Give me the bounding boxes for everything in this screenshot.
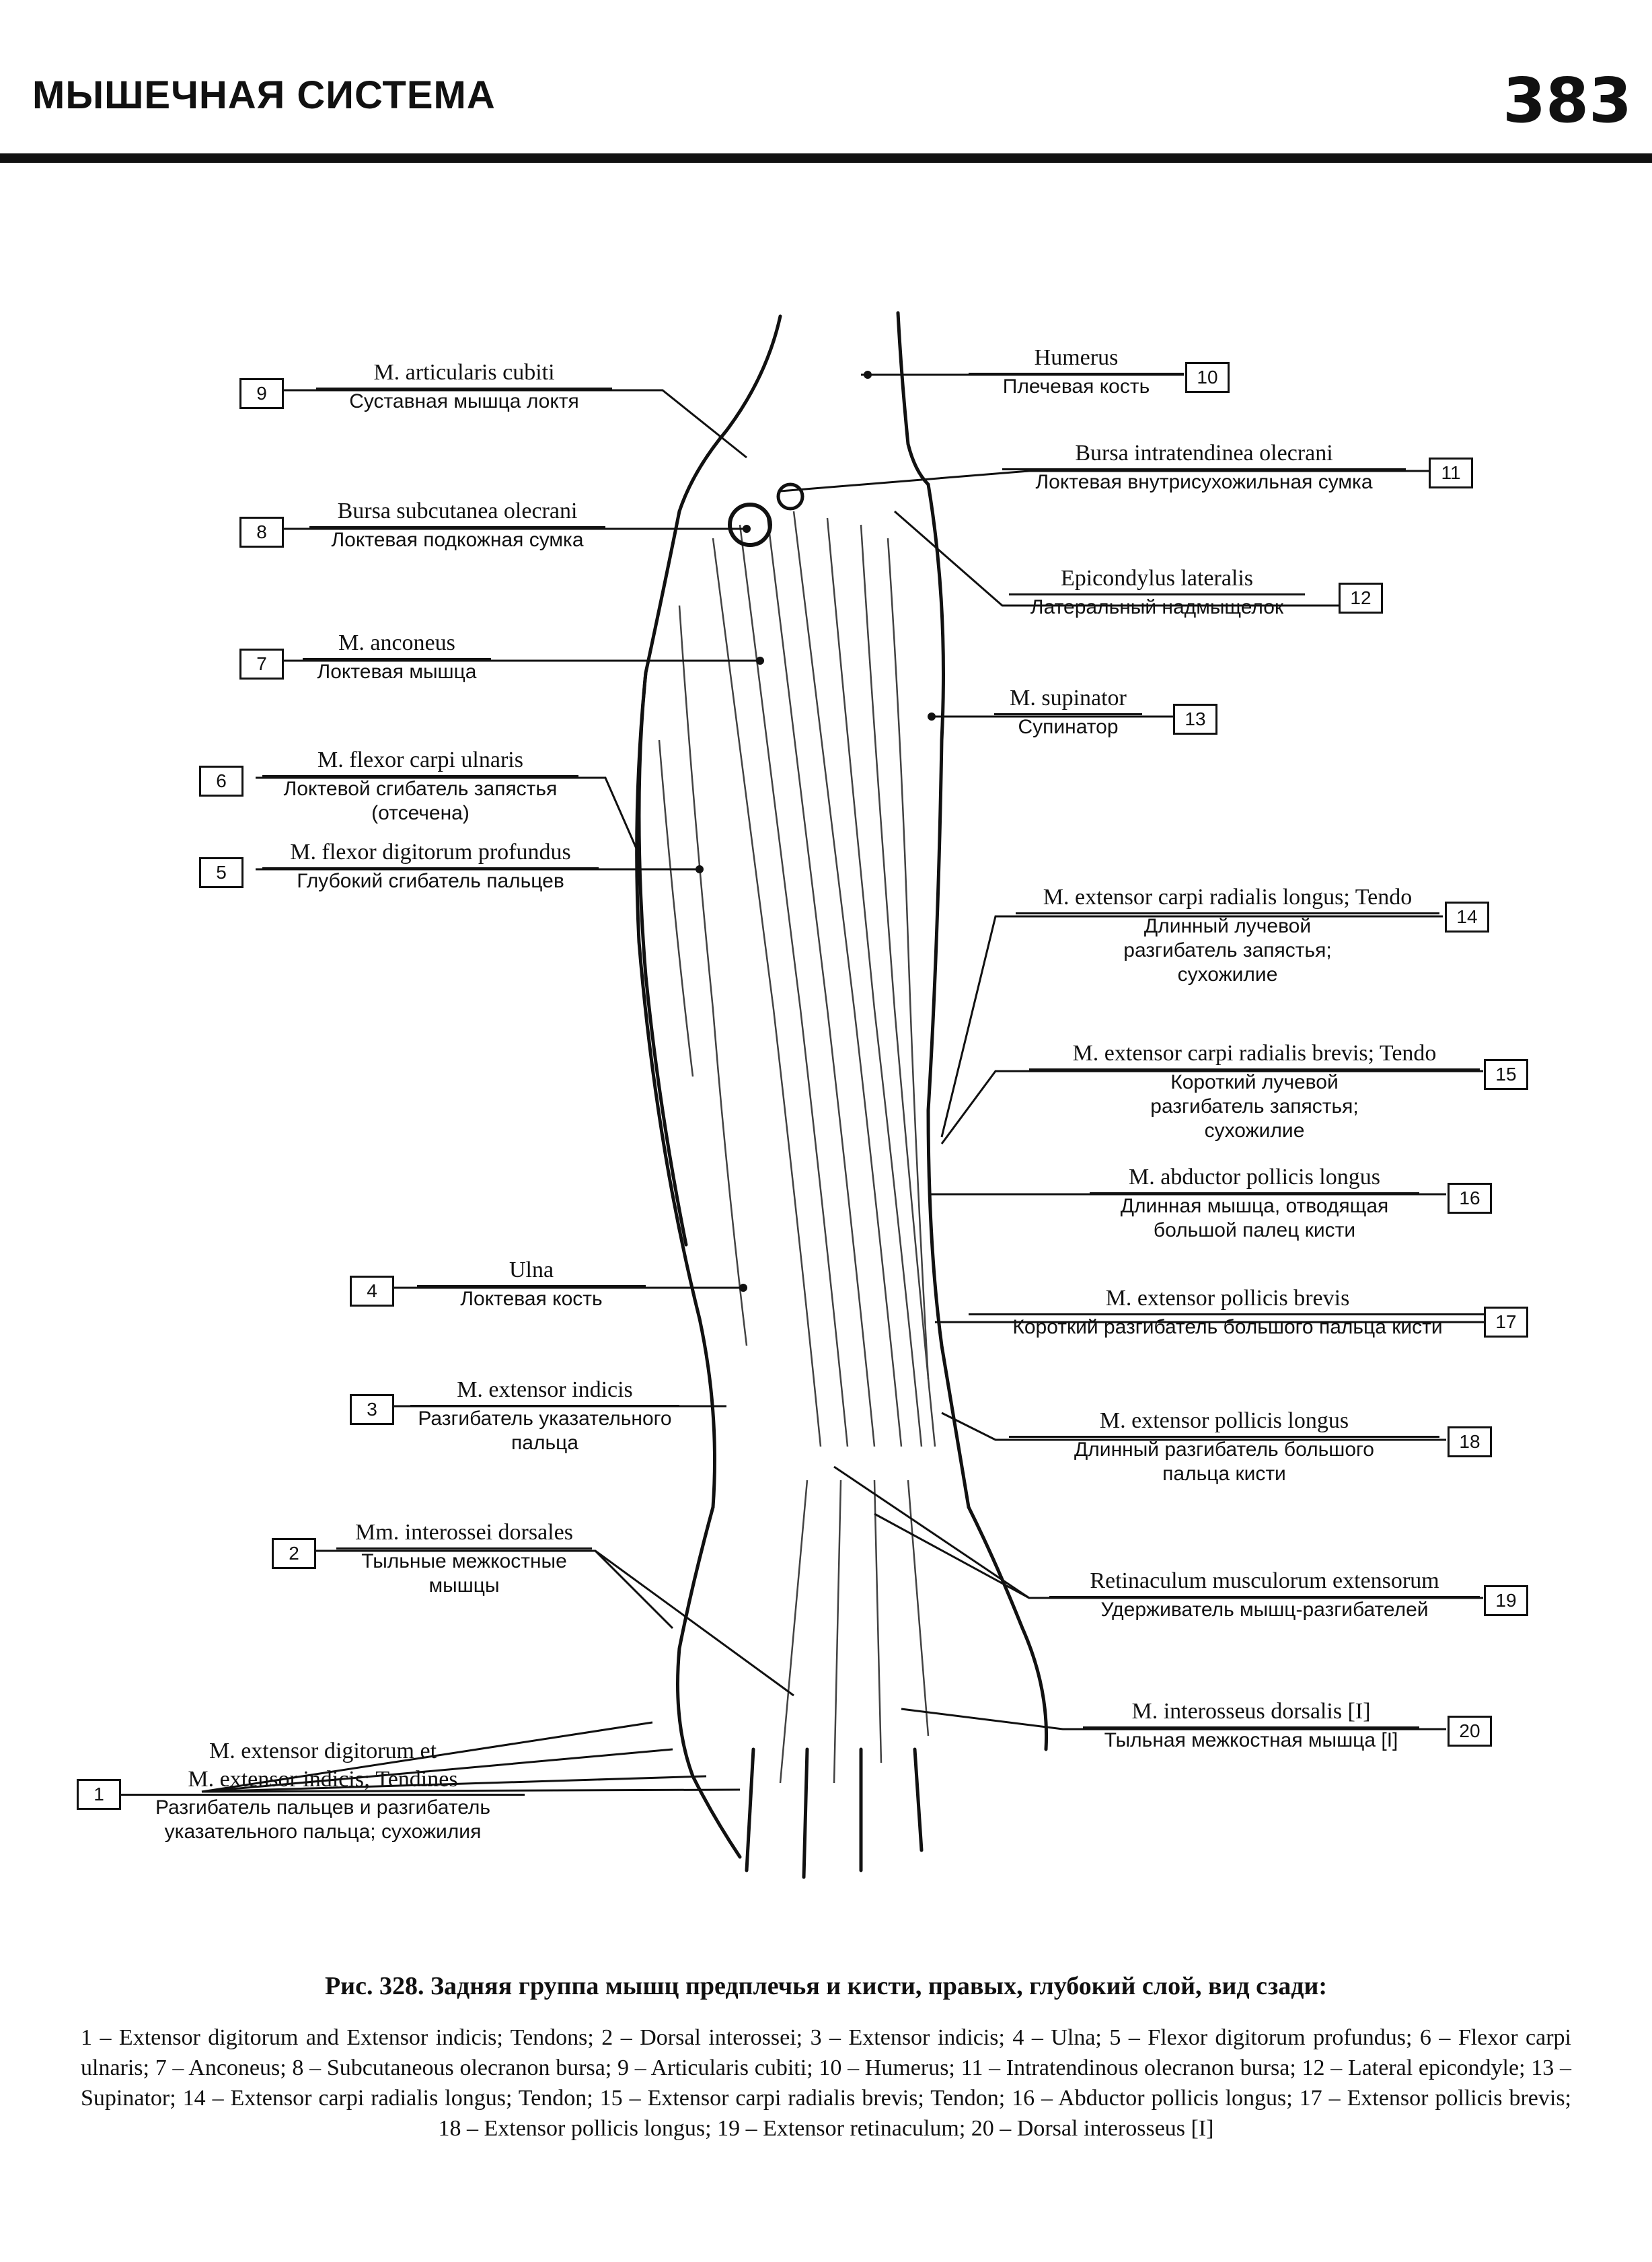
muscle-fibres [658,511,936,1784]
label-8: Bursa subcutanea olecrani Локтевая подко… [309,497,605,552]
marker-18: 18 [1448,1426,1492,1457]
marker-9: 9 [239,378,284,409]
marker-15: 15 [1484,1059,1528,1090]
label-5: M. flexor digitorum profundus Глубокий с… [262,838,599,893]
label-11: Bursa intratendinea olecrani Локтевая вн… [1002,439,1406,495]
label-12: Epicondylus lateralis Латеральный надмыщ… [1009,564,1305,620]
label-14: M. extensor carpi radialis longus; Tendo… [1016,883,1439,987]
page-number: 383 [1502,65,1632,137]
label-3: M. extensor indicis Разгибатель указател… [410,1375,679,1455]
label-15: M. extensor carpi radialis brevis; Tendo… [1029,1039,1480,1143]
olecranon-bursa [728,503,772,547]
label-6: M. flexor carpi ulnaris Локтевой сгибате… [262,745,578,826]
marker-19: 19 [1484,1585,1528,1616]
marker-8: 8 [239,517,284,548]
marker-2: 2 [272,1538,316,1569]
marker-6: 6 [199,766,243,797]
figure-caption-title: Рис. 328. Задняя группа мышц предплечья … [324,1972,1328,2000]
label-2: Mm. interossei dorsales Тыльные межкостн… [336,1518,592,1598]
figure-caption-legend: 1 – Extensor digitorum and Extensor indi… [81,2025,1571,2141]
label-7: M. anconeus Локтевая мышца [303,628,491,684]
label-10: Humerus Плечевая кость [969,343,1184,399]
label-16: M. abductor pollicis longus Длинная мышц… [1090,1163,1419,1243]
marker-12: 12 [1339,583,1383,614]
marker-10: 10 [1185,362,1230,393]
label-1: M. extensor digitorum et M. extensor ind… [121,1737,525,1844]
marker-1: 1 [77,1779,121,1810]
marker-17: 17 [1484,1307,1528,1338]
marker-13: 13 [1173,704,1217,735]
label-4: Ulna Локтевая кость [417,1255,646,1311]
marker-4: 4 [350,1276,394,1307]
label-13: M. supinator Супинатор [994,684,1142,739]
marker-14: 14 [1445,902,1489,933]
marker-11: 11 [1429,458,1473,488]
arm-outline [635,311,1049,1879]
marker-7: 7 [239,649,284,680]
marker-3: 3 [350,1394,394,1425]
label-18: M. extensor pollicis longus Длинный разг… [1009,1406,1439,1486]
running-head: МЫШЕЧНАЯ СИСТЕМА [32,73,496,117]
marker-16: 16 [1448,1183,1492,1214]
label-9: M. articularis cubiti Суставная мышца ло… [316,358,612,414]
label-20: M. interosseus dorsalis [I] Тыльная межк… [1083,1697,1419,1753]
marker-5: 5 [199,857,243,888]
marker-20: 20 [1448,1716,1492,1747]
leader-dots [696,371,936,1292]
label-17: M. extensor pollicis brevis Короткий раз… [969,1284,1487,1340]
label-19: Retinaculum musculorum extensorum Удержи… [1049,1566,1480,1622]
header-rule [0,153,1652,163]
